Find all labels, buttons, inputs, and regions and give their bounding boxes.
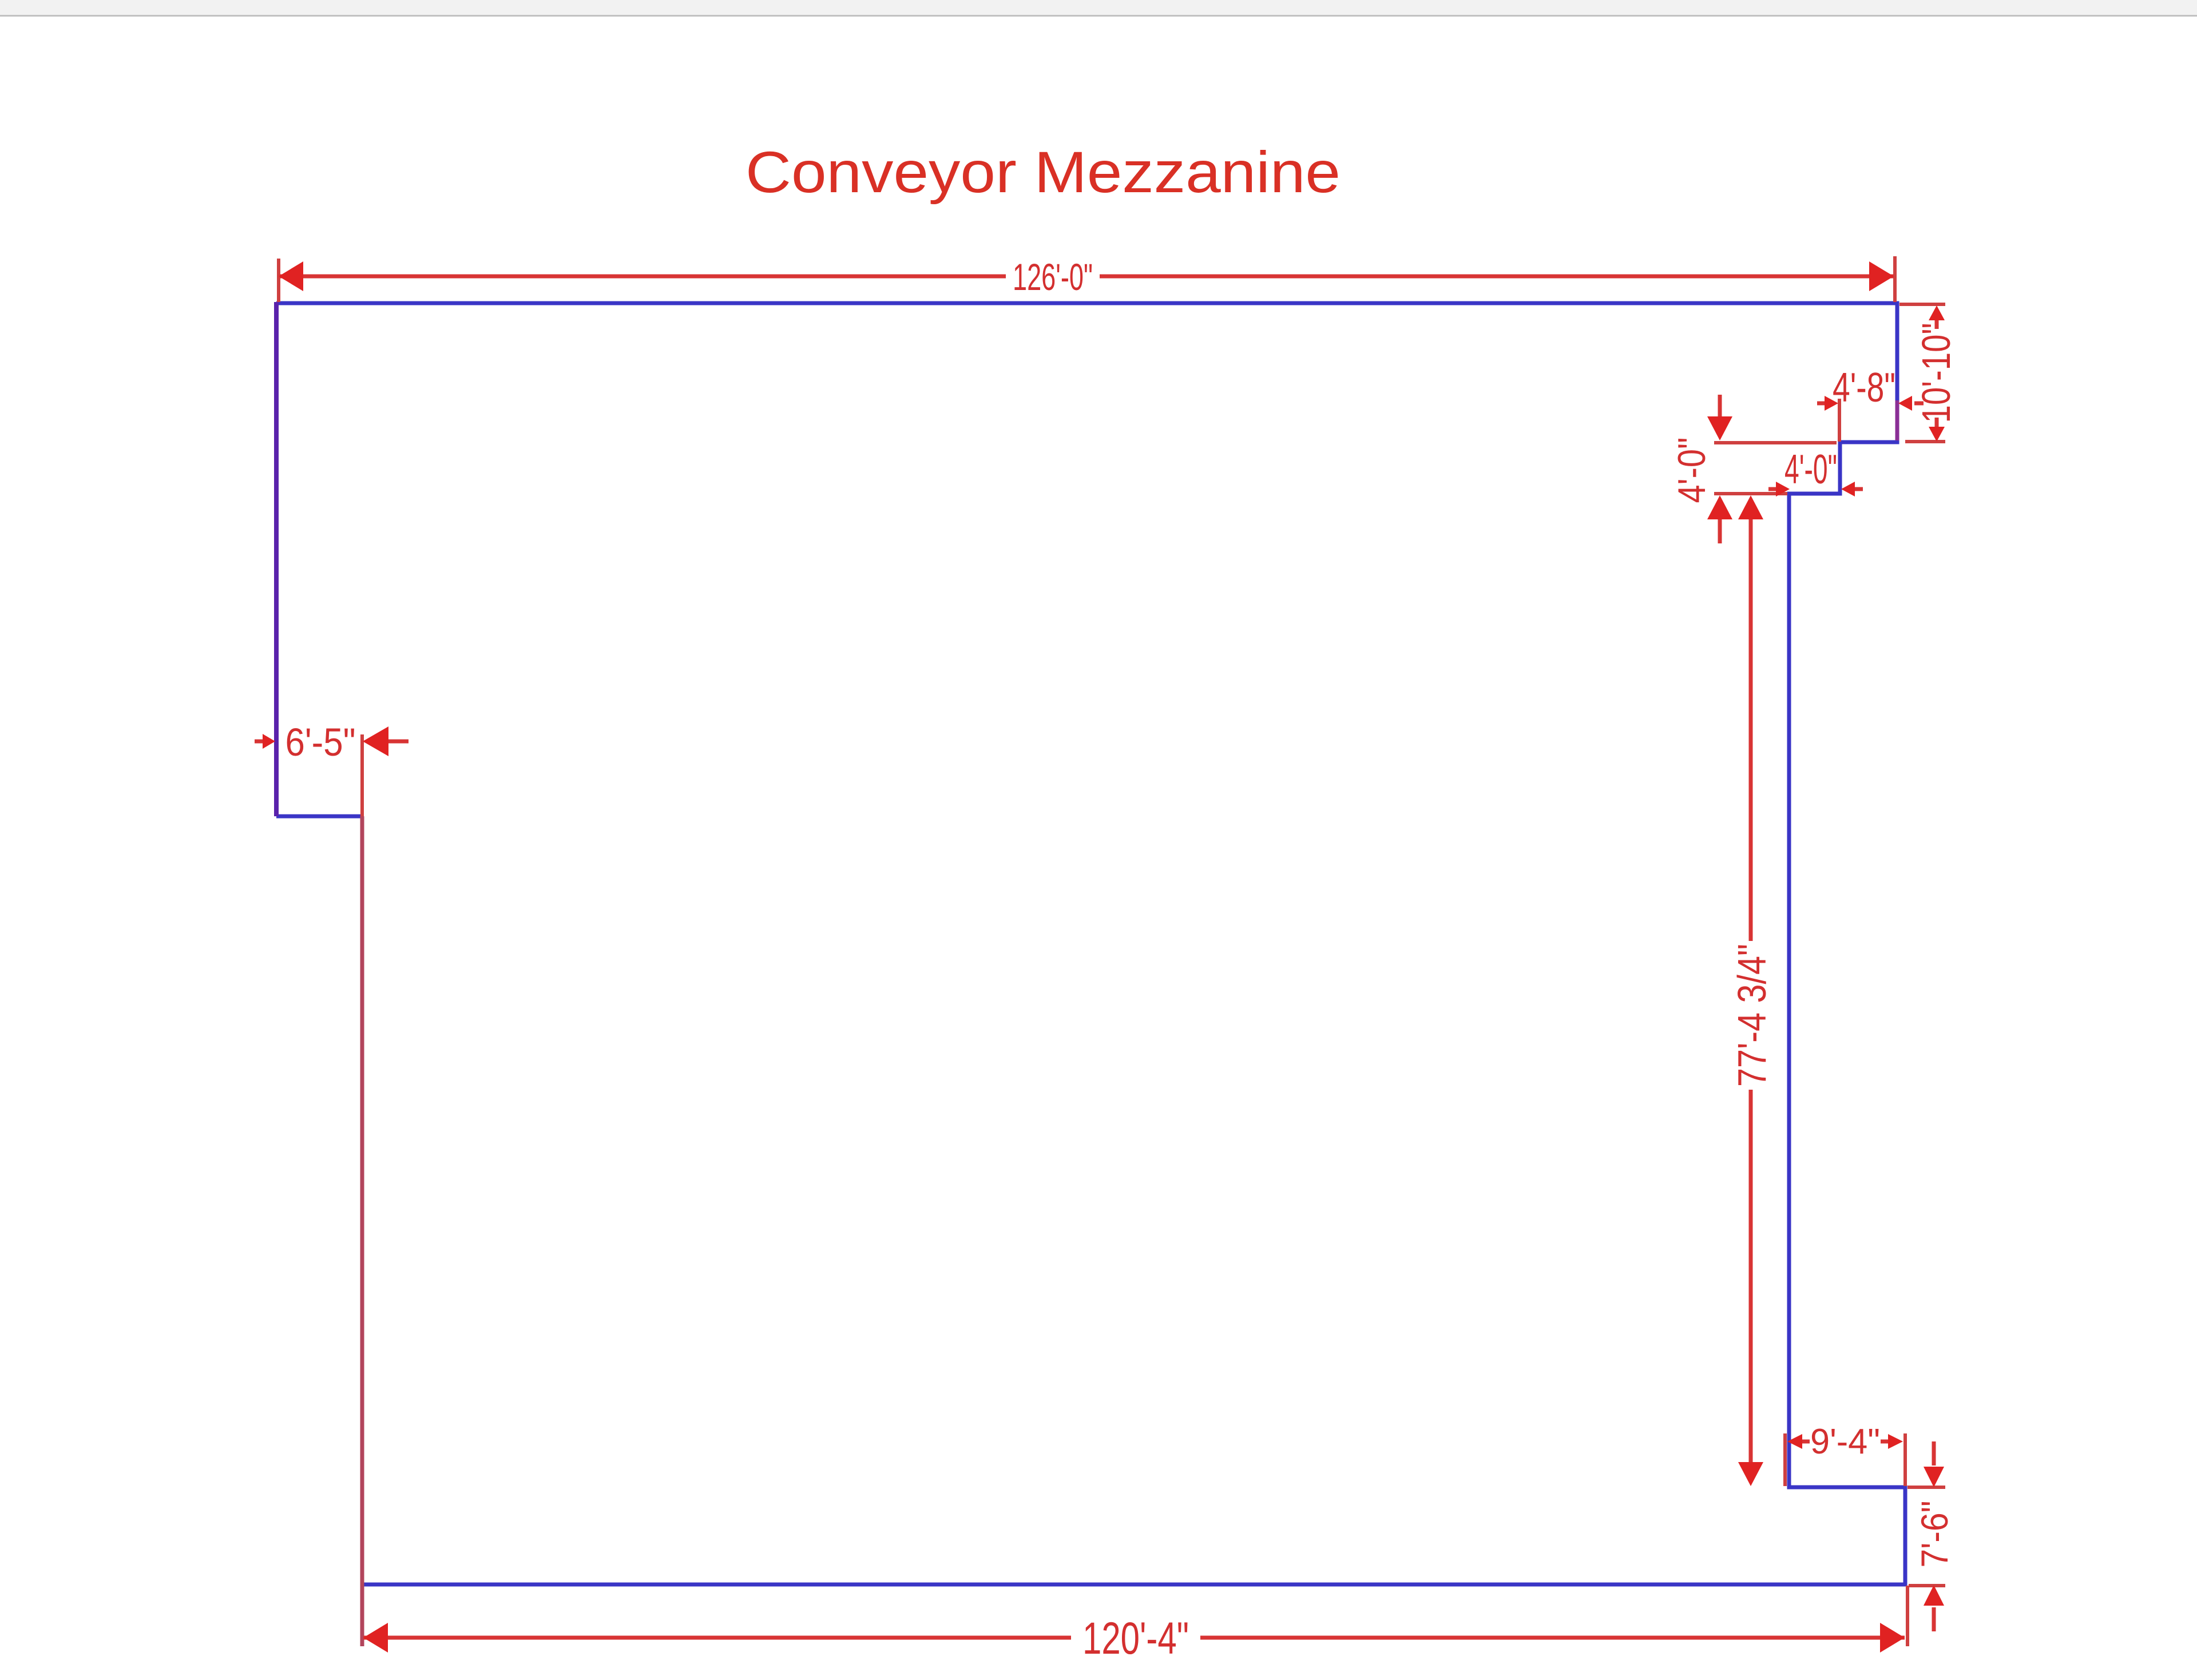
dimension-labels: 126'-0" 120'-4" 6'-5" 4'-8" 4'-0" 4'-0" … bbox=[285, 256, 1959, 1663]
arrow-40v-top bbox=[1707, 416, 1732, 440]
dim-bottom-right: 7'-6" bbox=[1913, 1501, 1956, 1568]
arrow-77-top bbox=[1738, 495, 1763, 519]
dim-notch-step2: 4'-0" bbox=[1784, 447, 1837, 493]
dim-notch-vertical: 4'-0" bbox=[1670, 438, 1714, 503]
arrow-65-right bbox=[363, 726, 388, 756]
arrow-77-bottom bbox=[1738, 1462, 1763, 1486]
dim-left-step: 6'-5" bbox=[285, 720, 356, 764]
dimension-arrows bbox=[263, 261, 1945, 1653]
dimension-lines bbox=[255, 274, 1939, 1640]
dim-top-width: 126'-0" bbox=[1013, 256, 1093, 298]
dim-bottom-step: 9'-4" bbox=[1810, 1422, 1880, 1461]
dim-right-upper: 10'-10" bbox=[1914, 323, 1958, 423]
arrow-120-left bbox=[363, 1623, 388, 1653]
arrow-40v-bottom bbox=[1707, 495, 1732, 519]
arrow-94-left bbox=[1787, 1434, 1802, 1449]
arrow-1010-top bbox=[1929, 305, 1945, 320]
arrow-120-right bbox=[1880, 1623, 1905, 1653]
arrow-48-left bbox=[1825, 396, 1838, 411]
arrow-76-top bbox=[1924, 1467, 1944, 1487]
drawing-title: Conveyor Mezzanine bbox=[745, 140, 1341, 205]
dim-bottom-width: 120'-4" bbox=[1082, 1613, 1189, 1663]
arrow-76-bottom bbox=[1924, 1585, 1944, 1606]
arrow-40h-right bbox=[1841, 482, 1855, 497]
arrow-94-right bbox=[1888, 1434, 1903, 1449]
arrow-65-left bbox=[263, 734, 275, 749]
extension-lines bbox=[277, 256, 1945, 1646]
arrow-126-right bbox=[1869, 261, 1894, 291]
page-top-edge bbox=[0, 0, 2197, 17]
arrow-40h-left bbox=[1776, 482, 1790, 497]
dim-right-long: 77'-4 3/4" bbox=[1730, 944, 1774, 1087]
arrow-1010-bottom bbox=[1929, 427, 1945, 442]
dim-notch-step1: 4'-8" bbox=[1833, 365, 1895, 411]
mezzanine-outline bbox=[274, 301, 1907, 1646]
arrow-126-left bbox=[279, 261, 303, 291]
arrow-48-right bbox=[1898, 396, 1912, 411]
